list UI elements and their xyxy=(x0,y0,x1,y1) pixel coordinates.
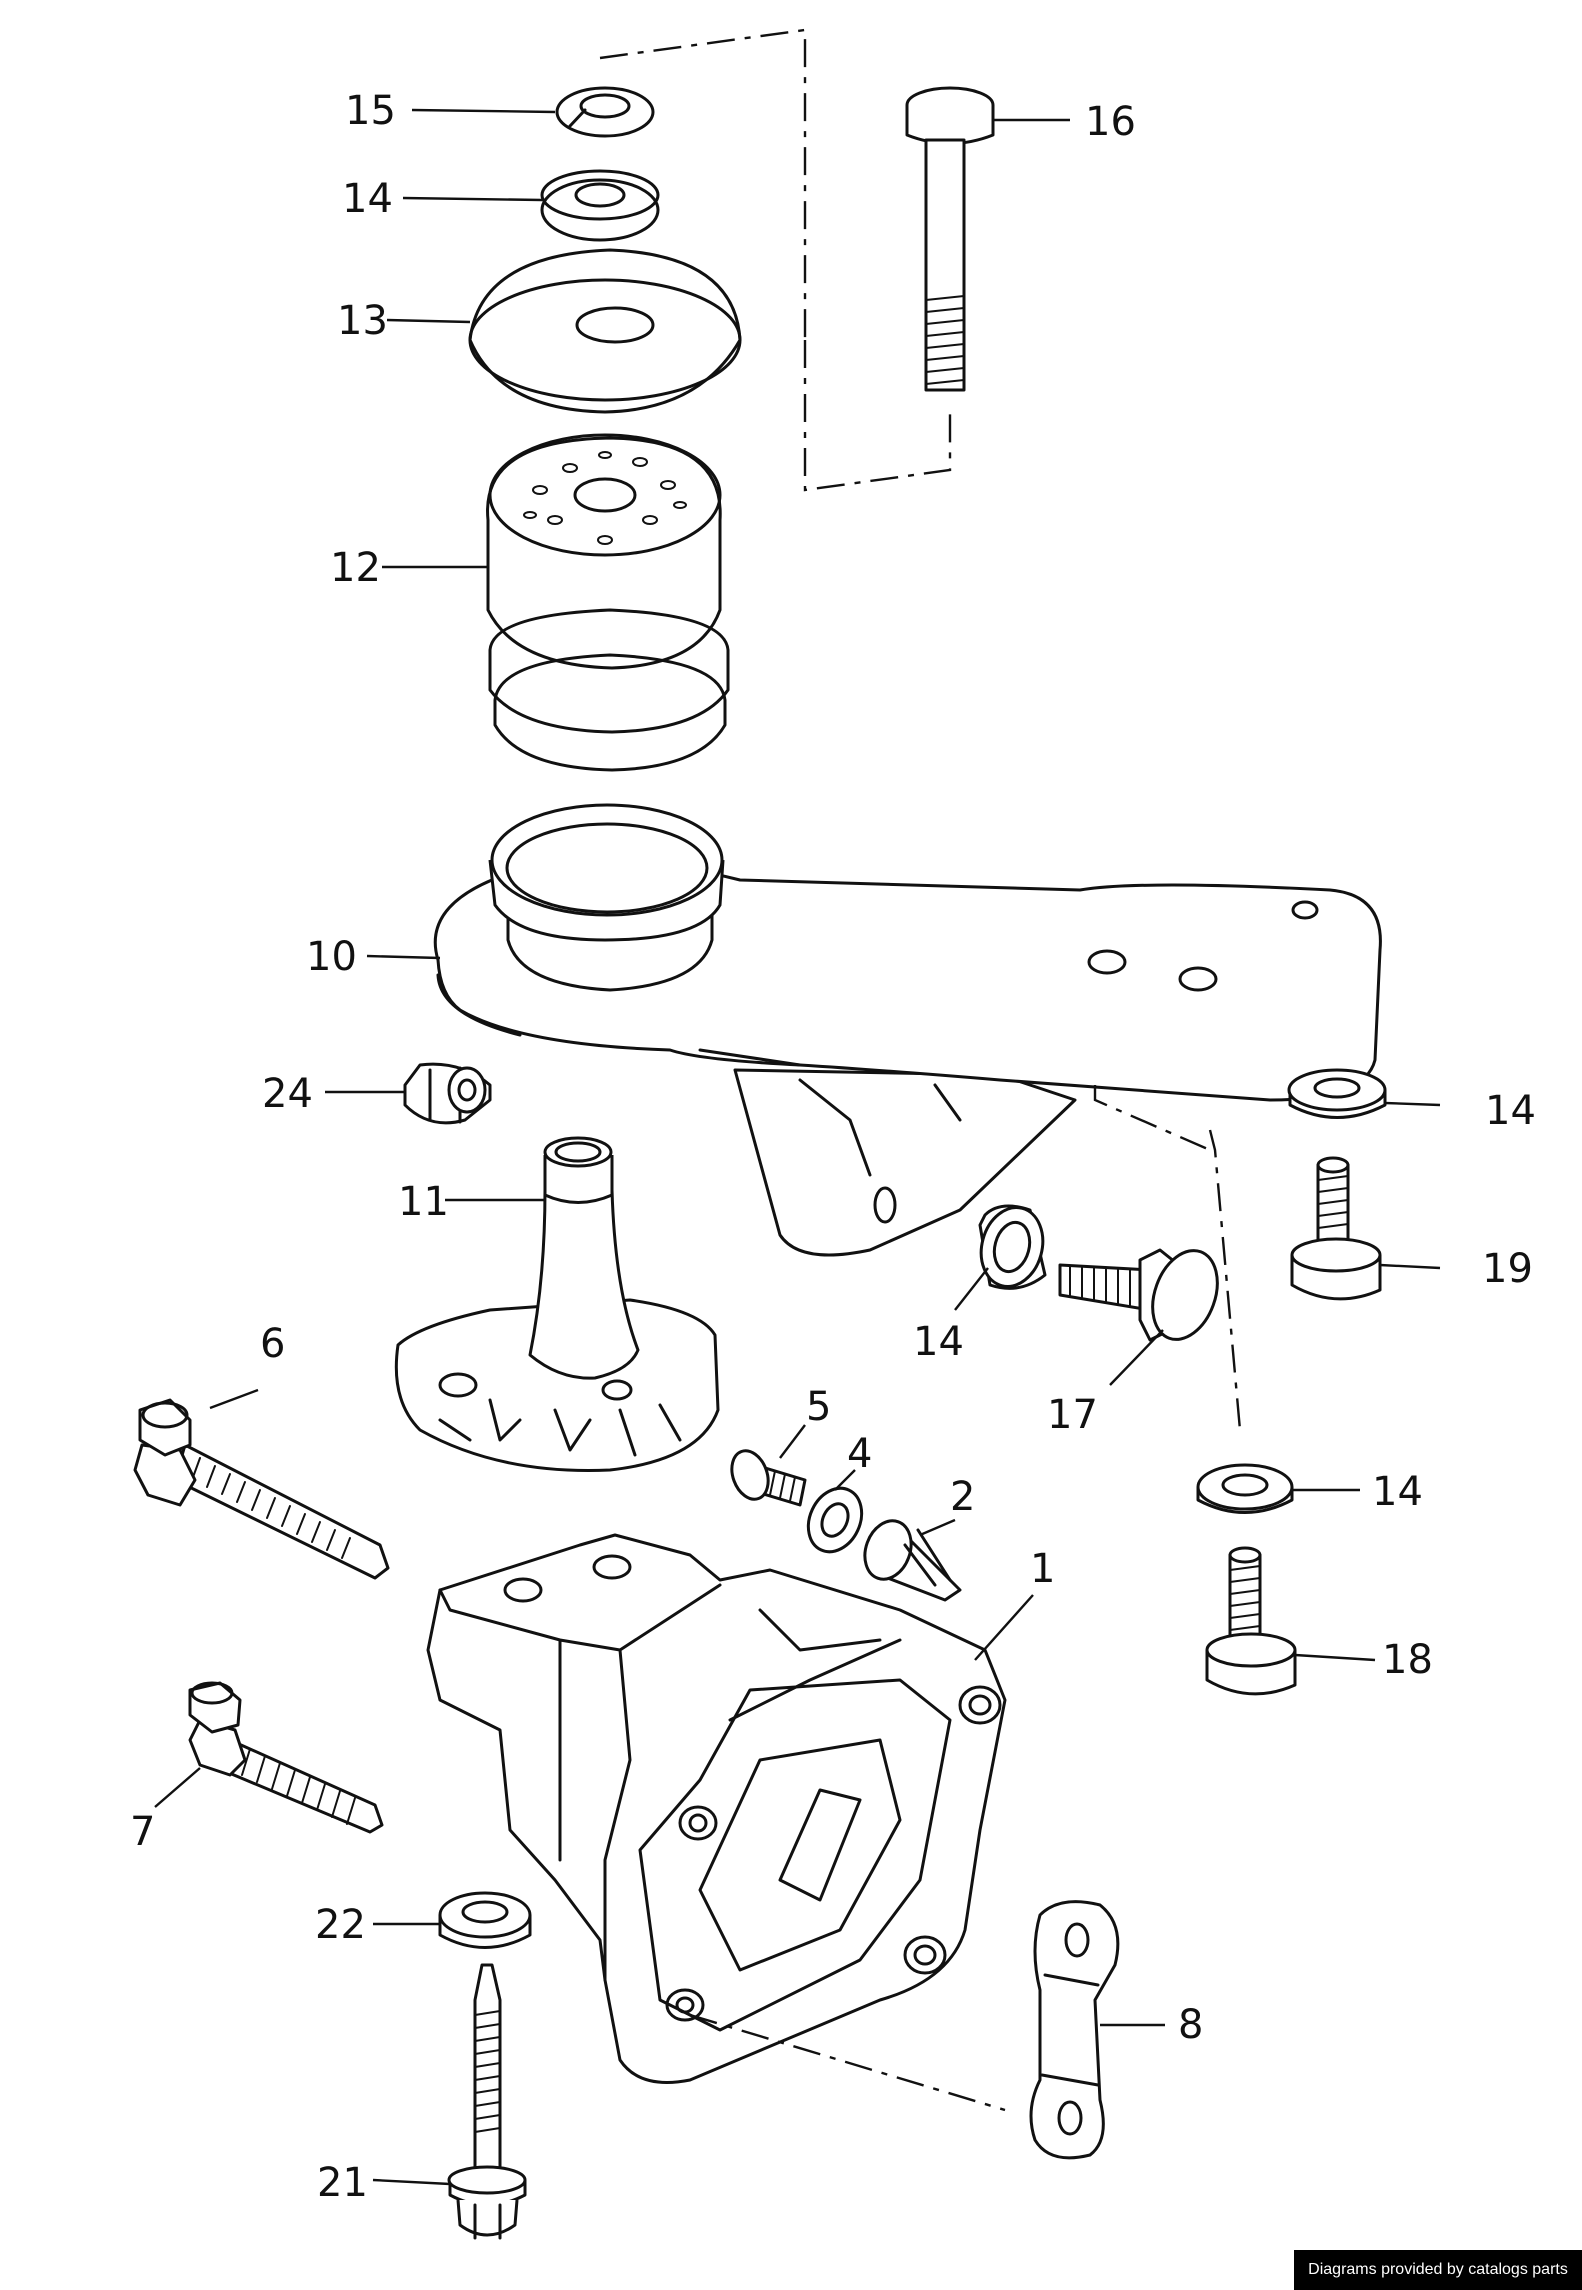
part-11-mount-stem xyxy=(394,1136,720,1472)
assembly-line-right xyxy=(1093,1085,1242,1431)
callout-19: 19 xyxy=(1482,1246,1533,1292)
part-12-rubber-buffer xyxy=(486,433,730,772)
callout-22: 22 xyxy=(315,1902,366,1948)
callout-11: 11 xyxy=(398,1179,449,1225)
part-1-mount-bracket xyxy=(426,1533,1007,2084)
callout-18: 18 xyxy=(1382,1637,1433,1683)
credit-banner: Diagrams provided by catalogs parts xyxy=(1294,2250,1582,2290)
callout-7: 7 xyxy=(130,1809,155,1855)
callout-21: 21 xyxy=(317,2160,368,2206)
part-14-washer-right-lower xyxy=(1196,1463,1294,1514)
part-22-washer xyxy=(438,1891,532,1949)
part-13-cap xyxy=(468,248,742,414)
part-17-bolt xyxy=(1058,1248,1219,1342)
part-5-screw xyxy=(730,1449,807,1507)
callout-14: 14 xyxy=(342,176,393,222)
part-8-link-plate xyxy=(1029,1900,1120,2160)
callout-1: 1 xyxy=(1030,1546,1055,1592)
callout-14: 14 xyxy=(1372,1469,1423,1515)
part-19-bolt xyxy=(1290,1156,1382,1301)
callout-17: 17 xyxy=(1047,1392,1098,1438)
callout-13: 13 xyxy=(337,298,388,344)
part-24-nut xyxy=(403,1062,492,1125)
part-15-lock-washer xyxy=(555,86,655,138)
part-18-bolt xyxy=(1205,1546,1297,1696)
callout-2: 2 xyxy=(950,1474,975,1520)
part-14-spacer-middle xyxy=(978,1204,1047,1290)
part-16-bolt xyxy=(905,86,995,392)
part-6-bolt xyxy=(133,1398,390,1580)
callout-12: 12 xyxy=(330,545,381,591)
part-4-ring-washer xyxy=(806,1486,864,1554)
callout-8: 8 xyxy=(1178,2002,1203,2048)
callout-24: 24 xyxy=(262,1071,313,1117)
callout-4: 4 xyxy=(847,1431,872,1477)
callout-14: 14 xyxy=(913,1319,964,1365)
assembly-line-top xyxy=(599,28,952,492)
part-10-bracket-arm xyxy=(433,803,1382,1257)
leader-lines xyxy=(154,108,1441,2186)
part-21-bolt xyxy=(447,1963,527,2240)
callout-16: 16 xyxy=(1085,99,1136,145)
callout-15: 15 xyxy=(345,88,396,134)
assembly-line-bottom xyxy=(689,2013,1006,2112)
callout-labels: 15 14 13 16 12 10 24 11 14 19 14 17 6 5 … xyxy=(130,88,1536,2206)
callout-5: 5 xyxy=(806,1384,831,1430)
part-7-bolt xyxy=(188,1681,384,1834)
part-14-washer-right-upper xyxy=(1287,1068,1387,1119)
callout-10: 10 xyxy=(306,934,357,980)
part-14-washer-top xyxy=(540,169,660,242)
callout-6: 6 xyxy=(260,1321,285,1367)
callout-14: 14 xyxy=(1485,1088,1536,1134)
part-2-cone-stop xyxy=(863,1519,962,1602)
